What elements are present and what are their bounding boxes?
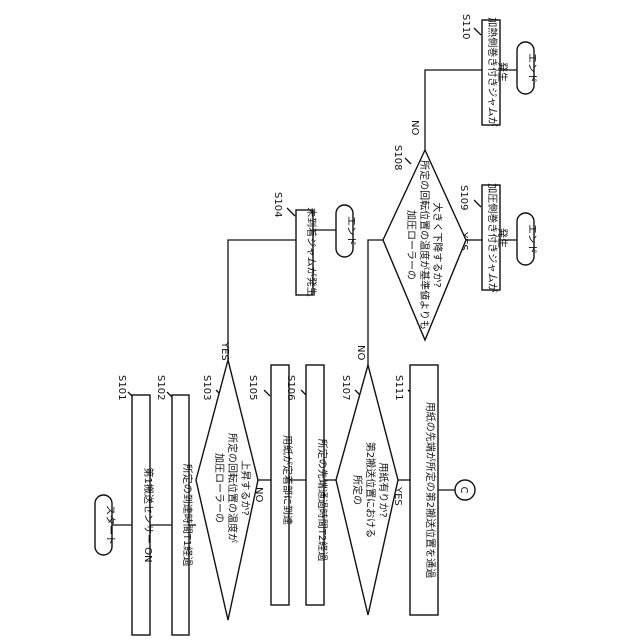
- s108-label-line-3: 大きく下降するか?: [431, 202, 444, 287]
- s101-label: 第1搬送センサー ON: [142, 468, 155, 563]
- s109-label-line-2: 発生: [496, 228, 509, 248]
- s106-step-id: S106: [285, 375, 296, 400]
- s106-label: 所定の先端通過時間T2経過: [316, 439, 329, 561]
- s108-label-line-2: 所定の回転位置の温度が基準値よりも: [418, 160, 431, 330]
- s110-label-line-2: 発生: [496, 62, 509, 82]
- s107-label-line-3: 用紙有りか?: [377, 462, 390, 517]
- s107-no-label: NO: [355, 345, 366, 360]
- s107-label-line-1: 所定の: [351, 475, 364, 505]
- s105-label: 用紙が定着部に到達: [281, 435, 294, 525]
- s101-step-id: S101: [116, 375, 127, 400]
- connector-c: C: [455, 480, 475, 500]
- s105-step-id: S105: [247, 375, 258, 400]
- s110-step-id: S110: [460, 14, 471, 39]
- s102-label: 所定の到達時間T1経過: [181, 464, 194, 566]
- s111-label: 用紙の先端が所定の第2搬送位置を通過: [424, 402, 437, 578]
- s103-yes-label: YES: [219, 341, 230, 361]
- end-label-s104: エンド: [345, 216, 356, 246]
- s103-step-id: S103: [201, 375, 212, 400]
- end-terminal-s110: エンド: [517, 42, 537, 94]
- step-s101: S101 第1搬送センサー ON: [116, 375, 155, 635]
- connector-c-label: C: [458, 487, 469, 494]
- s111-step-id: S111: [393, 375, 404, 400]
- s104-label: 未到着ジャムが発生: [305, 207, 318, 297]
- decision-s108: S108 加圧ローラーの 所定の回転位置の温度が基準値よりも 大きく下降するか?: [383, 145, 466, 340]
- s103-label-line-1: 加圧ローラーの: [213, 453, 225, 523]
- s103-label-line-2: 所定の回転位置の温度が: [226, 433, 239, 543]
- step-s102: S102 所定の到達時間T1経過: [155, 375, 194, 635]
- end-terminal-s104: エンド: [336, 205, 356, 257]
- s104-step-id: S104: [272, 192, 283, 217]
- s102-step-id: S102: [155, 375, 166, 400]
- decision-s107: S107 所定の 第2搬送位置における 用紙有りか?: [336, 365, 398, 615]
- s108-label-line-1: 加圧ローラーの: [405, 210, 417, 280]
- s107-step-id: S107: [340, 375, 351, 400]
- s109-step-id: S109: [458, 185, 469, 210]
- end-terminal-s109: エンド: [517, 213, 537, 265]
- s108-step-id: S108: [392, 145, 403, 170]
- s107-label-line-2: 第2搬送位置における: [364, 442, 377, 538]
- s108-no-label: NO: [409, 120, 420, 135]
- step-s104: S104 未到着ジャムが発生: [272, 192, 318, 297]
- end-label-s110: エンド: [526, 53, 537, 83]
- end-label-s109: エンド: [526, 224, 537, 254]
- s103-label-line-3: 上昇するか?: [239, 460, 251, 515]
- start-label: スタート: [104, 505, 116, 545]
- start-terminal: スタート: [95, 495, 116, 555]
